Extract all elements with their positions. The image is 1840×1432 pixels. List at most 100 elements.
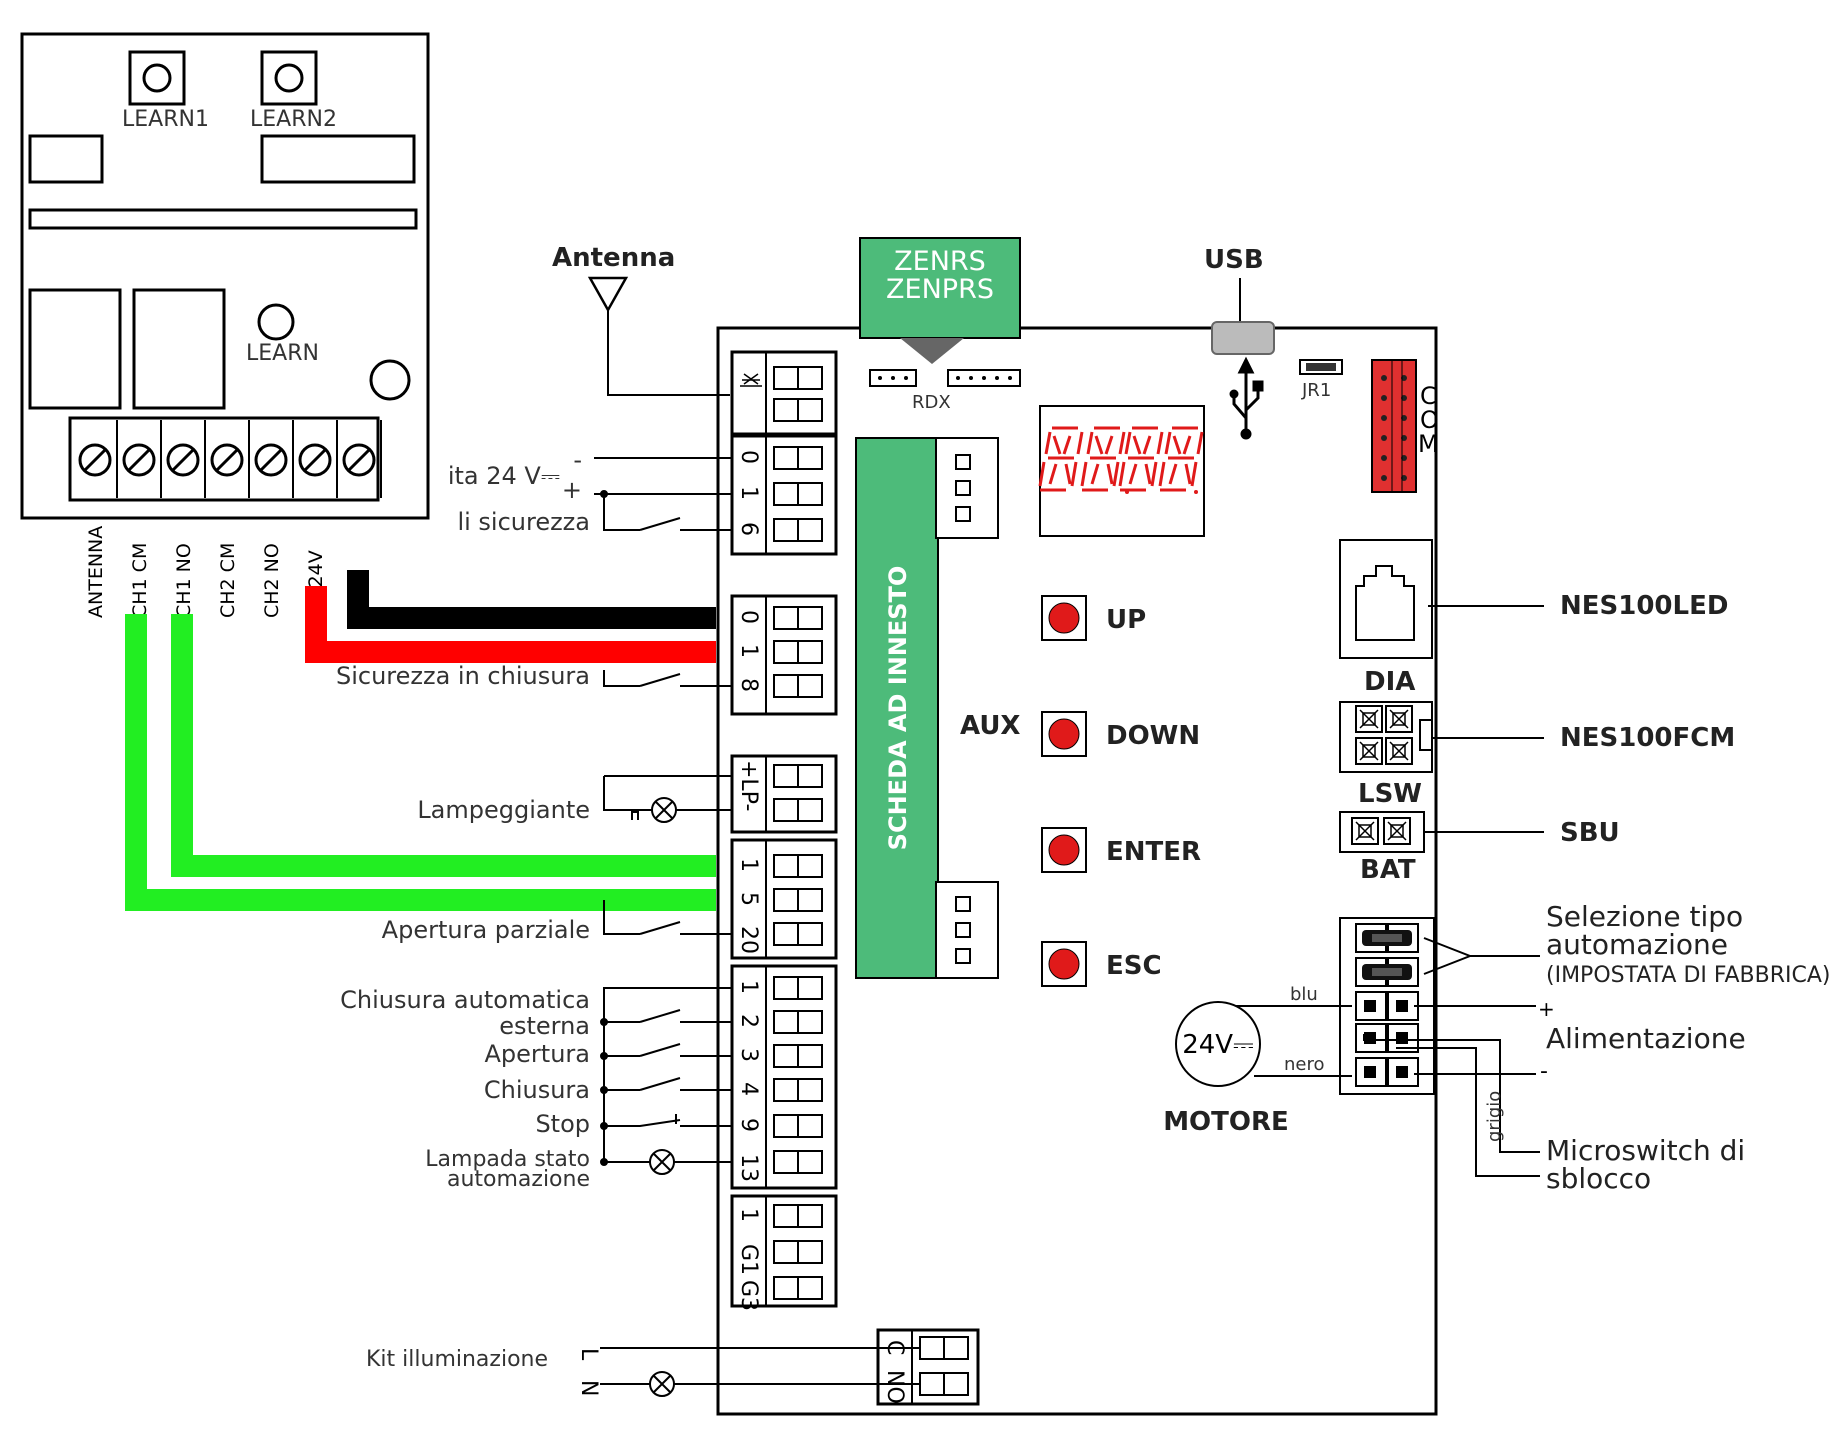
chiusura-label: Chiusura <box>484 1076 590 1104</box>
wire-grigio-label: grigio <box>1484 1091 1505 1142</box>
learn1-button[interactable] <box>128 50 186 106</box>
usb-label: USB <box>1204 245 1264 275</box>
motor-label: MOTORE <box>1163 1107 1289 1137</box>
lampada-stato-label-2: automazione <box>447 1167 590 1192</box>
l-label: L <box>576 1348 601 1361</box>
rj-port-icon <box>1355 565 1415 641</box>
button-esc[interactable] <box>1041 941 1087 987</box>
lampada-stato-label-1: Lampada stato <box>425 1147 590 1172</box>
com-label-c: C <box>1420 382 1437 410</box>
receiver-module: LEARN1 LEARN2 LEARN ANTENNA CH1 CM CH1 NO C… <box>20 32 430 618</box>
learn1-label: LEARN1 <box>122 107 209 132</box>
plugin-board <box>855 437 939 979</box>
selezione-label-2: automazione <box>1546 928 1728 961</box>
usb-icon <box>1229 356 1264 440</box>
zenprs-label: ZENPRS <box>886 274 994 305</box>
lsw-label: LSW <box>1358 779 1422 809</box>
receiver-terminal-label: CH2 CM <box>217 543 239 618</box>
minus-label: - <box>573 446 582 474</box>
microswitch-label-2: sblocco <box>1546 1162 1651 1195</box>
terminal-block[interactable]: +LP- <box>730 754 838 834</box>
terminal-number: 6 <box>736 522 761 536</box>
terminal-number: 3 <box>736 1048 761 1062</box>
usb-port[interactable] <box>1211 321 1275 355</box>
stop-label: Stop <box>535 1110 590 1138</box>
terminal-number: 0 <box>736 450 761 464</box>
terminal-block-kit[interactable]: CNO <box>876 1328 980 1406</box>
terminal-number: G1 <box>736 1244 761 1275</box>
plugin-board-label: SCHEDA AD INNESTO <box>884 566 912 851</box>
nes100fcm-label: NES100FCM <box>1560 723 1735 753</box>
terminal-number: 1 <box>736 858 761 872</box>
wire-blu-label: blu <box>1290 984 1318 1005</box>
receiver-terminal-label: ANTENNA <box>85 526 107 618</box>
learn2-button[interactable] <box>260 50 318 106</box>
terminal-block[interactable]: 1 2 3 4 9 13 <box>730 964 838 1190</box>
button-label: DOWN <box>1106 721 1200 751</box>
sicurezza-label: li sicurezza <box>457 508 590 536</box>
receiver-terminal-label: CH2 NO <box>261 543 283 618</box>
power-wires <box>305 570 716 663</box>
terminal-number: 0 <box>736 610 761 624</box>
antenna-icon <box>587 276 629 313</box>
apertura-parziale-label: Apertura parziale <box>382 916 590 944</box>
terminal-block[interactable]: 0 1 6 <box>730 434 838 556</box>
n-label: N <box>576 1380 601 1396</box>
button-label: UP <box>1106 605 1146 635</box>
com-connector[interactable] <box>1371 359 1417 493</box>
kit-label: Kit illuminazione <box>366 1347 548 1372</box>
button-up[interactable] <box>1041 595 1087 641</box>
button-label: ENTER <box>1106 837 1201 867</box>
selezione-label-3: (IMPOSTATA DI FABBRICA) <box>1546 963 1831 988</box>
learn-label: LEARN <box>246 341 319 366</box>
terminal-number: 4 <box>736 1082 761 1096</box>
bat-label: BAT <box>1360 855 1416 885</box>
terminal-number: +LP- <box>736 760 761 811</box>
button-enter[interactable] <box>1041 827 1087 873</box>
alimentazione-label: Alimentazione <box>1546 1022 1746 1055</box>
plus-label: + <box>1538 997 1555 1021</box>
terminal-number: 1 <box>736 486 761 500</box>
chiusura-automatica-label-1: Chiusura automatica <box>340 986 590 1014</box>
rdx-label: RDX <box>912 392 951 413</box>
terminal-number: G3 <box>736 1280 761 1311</box>
dia-label: DIA <box>1364 667 1415 697</box>
button-down[interactable] <box>1041 711 1087 757</box>
sbu-label: SBU <box>1560 818 1620 848</box>
terminal-number: 9 <box>736 1118 761 1132</box>
chiusura-automatica-label-2: esterna <box>499 1012 590 1040</box>
motor-voltage: 24V⎓ <box>1182 1030 1254 1060</box>
terminal-block[interactable] <box>730 350 838 436</box>
lampeggiante-label: Lampeggiante <box>417 796 590 824</box>
receiver-terminal-label: CH1 NO <box>173 543 195 618</box>
com-label-o: O <box>1420 406 1439 434</box>
zenrs-label: ZENRS <box>894 246 986 277</box>
channel-wires <box>125 614 716 911</box>
apertura-label: Apertura <box>485 1040 590 1068</box>
aux-label: AUX <box>960 711 1020 741</box>
terminal-block[interactable]: 0 1 8 <box>730 594 838 716</box>
terminal-number: 1 <box>736 980 761 994</box>
terminal-number: 1 <box>736 644 761 658</box>
terminal-number: 13 <box>736 1154 761 1182</box>
motor-icon <box>1175 1001 1261 1087</box>
learn2-label: LEARN2 <box>250 107 337 132</box>
nes100led-label: NES100LED <box>1560 591 1728 621</box>
microswitch-label-1: Microswitch di <box>1546 1134 1745 1167</box>
plus-label: + <box>562 476 582 504</box>
terminal-number: 20 <box>736 926 761 954</box>
receiver-terminal-label: CH1 CM <box>129 543 151 618</box>
minus-label: - <box>1540 1059 1548 1084</box>
terminal-number: 2 <box>736 1014 761 1028</box>
com-label-m: M <box>1418 430 1439 458</box>
sicurezza-chiusura-label: Sicurezza in chiusura <box>336 662 590 690</box>
uscita-label: ita 24 V⎓ <box>448 462 560 490</box>
jr1-label: JR1 <box>1301 380 1331 401</box>
learn-button[interactable] <box>257 303 295 341</box>
antenna-label: Antenna <box>552 243 675 273</box>
selezione-label-1: Selezione tipo <box>1546 900 1743 933</box>
terminal-number: 8 <box>736 678 761 692</box>
